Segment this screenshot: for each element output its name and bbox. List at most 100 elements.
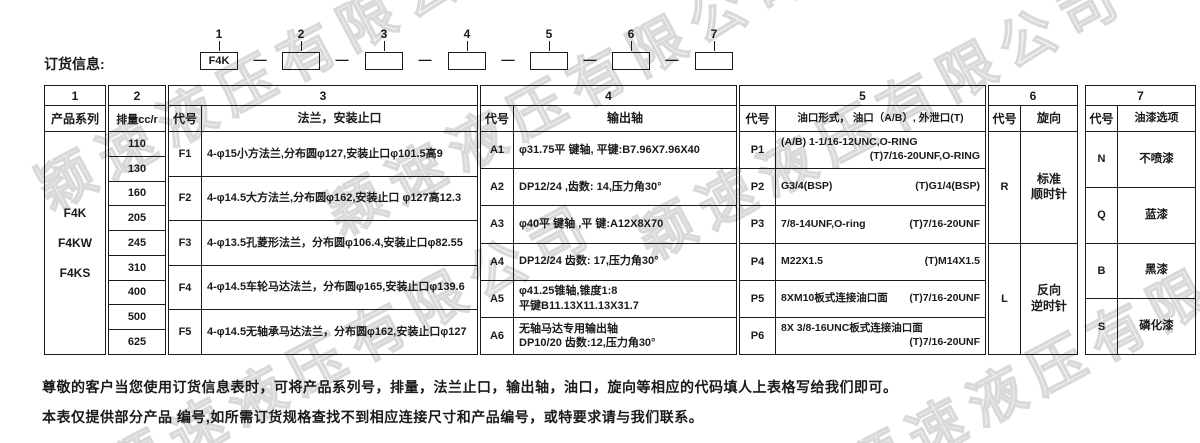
shaft-desc: DP12/24 ,齿数: 14,压力角30° — [519, 181, 662, 194]
order-code-box-4 — [448, 52, 486, 70]
table-row: 205 — [109, 206, 165, 232]
footer-note-1: 尊敬的客户当您使用订货信息表时，可将产品系列号，排量，法兰止口，输出轴，油口，旋… — [42, 379, 898, 395]
dash-separator: — — [418, 52, 432, 67]
dash-separator: — — [501, 52, 515, 67]
flange-desc: 4-φ14.5无轴承马达法兰，分布圆φ162,安装止口φ127 — [207, 326, 467, 339]
flange-code: F2 — [169, 176, 202, 221]
header-shaft: 输出轴 — [606, 110, 643, 125]
port-drain: (T)7/16-20UNF,O-RING — [869, 150, 980, 163]
position-number-7: 7 — [710, 27, 718, 41]
table-row: L 反向 逆时针 — [989, 243, 1077, 354]
group-number-6: 6 — [989, 86, 1077, 106]
group-number-2: 2 — [109, 86, 165, 106]
tick-line — [549, 41, 550, 51]
table-row: A5 φ41.25锥轴,锥度1:8 平键B11.13X11.13X31.7 — [481, 280, 736, 318]
port-code: P4 — [740, 243, 776, 280]
header-code: 代号 — [1086, 106, 1118, 131]
shaft-desc: φ31.75平 键轴, 平键:B7.96X7.96X40 — [519, 143, 700, 156]
header-product-series: 产品系列 — [50, 112, 99, 126]
product-series-list: F4K F4KW F4KS — [45, 132, 105, 354]
order-code-box-5 — [530, 52, 568, 70]
dash-separator: — — [335, 52, 349, 67]
rotation-code: L — [989, 243, 1021, 354]
position-number-4: 4 — [463, 27, 471, 41]
rotation-code: R — [989, 132, 1021, 243]
flange-code: F3 — [169, 221, 202, 265]
port-code: P2 — [740, 169, 776, 206]
position-number-1: 1 — [215, 27, 223, 41]
header-flange: 法兰，安装止口 — [297, 110, 382, 125]
table-row: A4 DP12/24 齿数: 17,压力角30° — [481, 243, 736, 281]
table-row: N 不喷漆 — [1086, 132, 1195, 188]
port-main: (A/B) 1-1/16-12UNC,O-RING — [781, 136, 918, 149]
shaft-code: A2 — [481, 169, 514, 206]
tick-line — [714, 41, 715, 51]
series-item: F4KW — [58, 236, 92, 250]
table-row: F5 4-φ14.5无轴承马达法兰，分布圆φ162,安装止口φ127 — [169, 310, 477, 354]
shaft-desc: φ40平 键轴 ,平 键:A12X8X70 — [519, 218, 664, 231]
series-item: F4K — [63, 206, 87, 220]
group-product-series: 1 产品系列 F4K F4KW F4KS — [44, 85, 106, 355]
paint-desc: 磷化漆 — [1139, 320, 1174, 333]
port-desc: 7/8-14UNF,O-ring (T)7/16-20UNF — [776, 206, 985, 242]
group-output-shaft: 4 代号 输出轴 A1 φ31.75平 键轴, 平键:B7.96X7.96X40… — [480, 85, 737, 355]
paint-code: B — [1086, 243, 1118, 299]
group-flange: 3 代号 法兰，安装止口 F1 4-φ15小方法兰,分布圆φ127,安装止口φ1… — [168, 85, 478, 355]
displacement-value: 160 — [127, 187, 147, 200]
table-row: P4 M22X1.5 (T)M14X1.5 — [740, 243, 985, 281]
group-number-4: 4 — [481, 86, 736, 106]
port-main: 8X 3/8-16UNC板式连接油口面 — [781, 322, 923, 335]
table-row: A1 φ31.75平 键轴, 平键:B7.96X7.96X40 — [481, 132, 736, 170]
table-row: S 磷化漆 — [1086, 299, 1195, 354]
table-row: F1 4-φ15小方法兰,分布圆φ127,安装止口φ101.5高9 — [169, 132, 477, 177]
table-row: 310 — [109, 256, 165, 281]
displacement-value: 400 — [127, 286, 147, 299]
displacement-value: 625 — [127, 335, 147, 348]
shaft-code: A4 — [481, 243, 514, 280]
port-drain: (T)G1/4(BSP) — [915, 180, 980, 193]
dash-separator: — — [583, 52, 597, 67]
port-main: G3/4(BSP) — [781, 180, 833, 193]
table-row: P2 G3/4(BSP) (T)G1/4(BSP) — [740, 169, 985, 207]
header-code: 代号 — [989, 106, 1021, 131]
table-row: P6 8X 3/8-16UNC板式连接油口面 (T)7/16-20UNF — [740, 317, 985, 355]
table-row: F2 4-φ14.5大方法兰,分布圆φ162,安装止口 φ127高12.3 — [169, 176, 477, 222]
position-number-6: 6 — [627, 27, 635, 41]
port-main: M22X1.5 — [781, 254, 824, 267]
dash-separator: — — [253, 52, 267, 67]
shaft-code: A3 — [481, 206, 514, 243]
footer-note-2: 本表仅提供部分产品 编号,如所需订货规格查找不到相应连接尺寸和产品编号，或特要求… — [42, 409, 704, 425]
position-number-5: 5 — [545, 27, 553, 41]
flange-desc: 4-φ14.5车轮马达法兰，分布圆φ165,安装止口φ139.6 — [207, 281, 465, 294]
flange-desc: 4-φ15小方法兰,分布圆φ127,安装止口φ101.5高9 — [207, 147, 443, 160]
displacement-value: 130 — [127, 162, 147, 175]
tick-line — [467, 41, 468, 51]
table-row: F3 4-φ13.5孔菱形法兰，分布圆φ106.4,安装止口φ82.55 — [169, 221, 477, 266]
header-paint: 油漆选项 — [1134, 112, 1179, 125]
paint-code: Q — [1086, 187, 1118, 243]
port-code: P5 — [740, 280, 776, 317]
port-code: P6 — [740, 317, 776, 355]
flange-code: F5 — [169, 310, 202, 354]
header-displacement: 排量cc/r — [116, 113, 158, 126]
port-drain: (T)7/16-20UNF — [909, 217, 980, 230]
table-row: P5 8XM10板式连接油口面 (T)7/16-20UNF — [740, 280, 985, 318]
port-drain: (T)7/16-20UNF — [909, 291, 980, 304]
group-number-3: 3 — [169, 86, 477, 106]
group-rotation: 6 代号 旋向 R 标准 顺时针 L 反向 逆时针 — [988, 85, 1078, 355]
shaft-desc: 无轴马达专用输出轴 DP10/20 齿数:12,压力角30° — [519, 322, 656, 349]
port-code: P3 — [740, 206, 776, 243]
table-row: 625 — [109, 330, 165, 354]
rotation-desc: 反向 逆时针 — [1030, 283, 1067, 313]
shaft-code: A1 — [481, 132, 514, 169]
port-desc: 8XM10板式连接油口面 (T)7/16-20UNF — [776, 281, 985, 317]
header-ports: 油口形式， 油口（A/B）, 外泄口(T) — [797, 111, 964, 124]
order-info-label: 订货信息: — [44, 56, 105, 72]
shaft-desc: φ41.25锥轴,锥度1:8 平键B11.13X11.13X31.7 — [519, 285, 639, 312]
table-row: P3 7/8-14UNF,O-ring (T)7/16-20UNF — [740, 206, 985, 244]
position-number-3: 3 — [380, 27, 388, 41]
header-rotation: 旋向 — [1036, 110, 1061, 125]
tick-line — [631, 41, 632, 51]
flange-code: F1 — [169, 132, 202, 176]
